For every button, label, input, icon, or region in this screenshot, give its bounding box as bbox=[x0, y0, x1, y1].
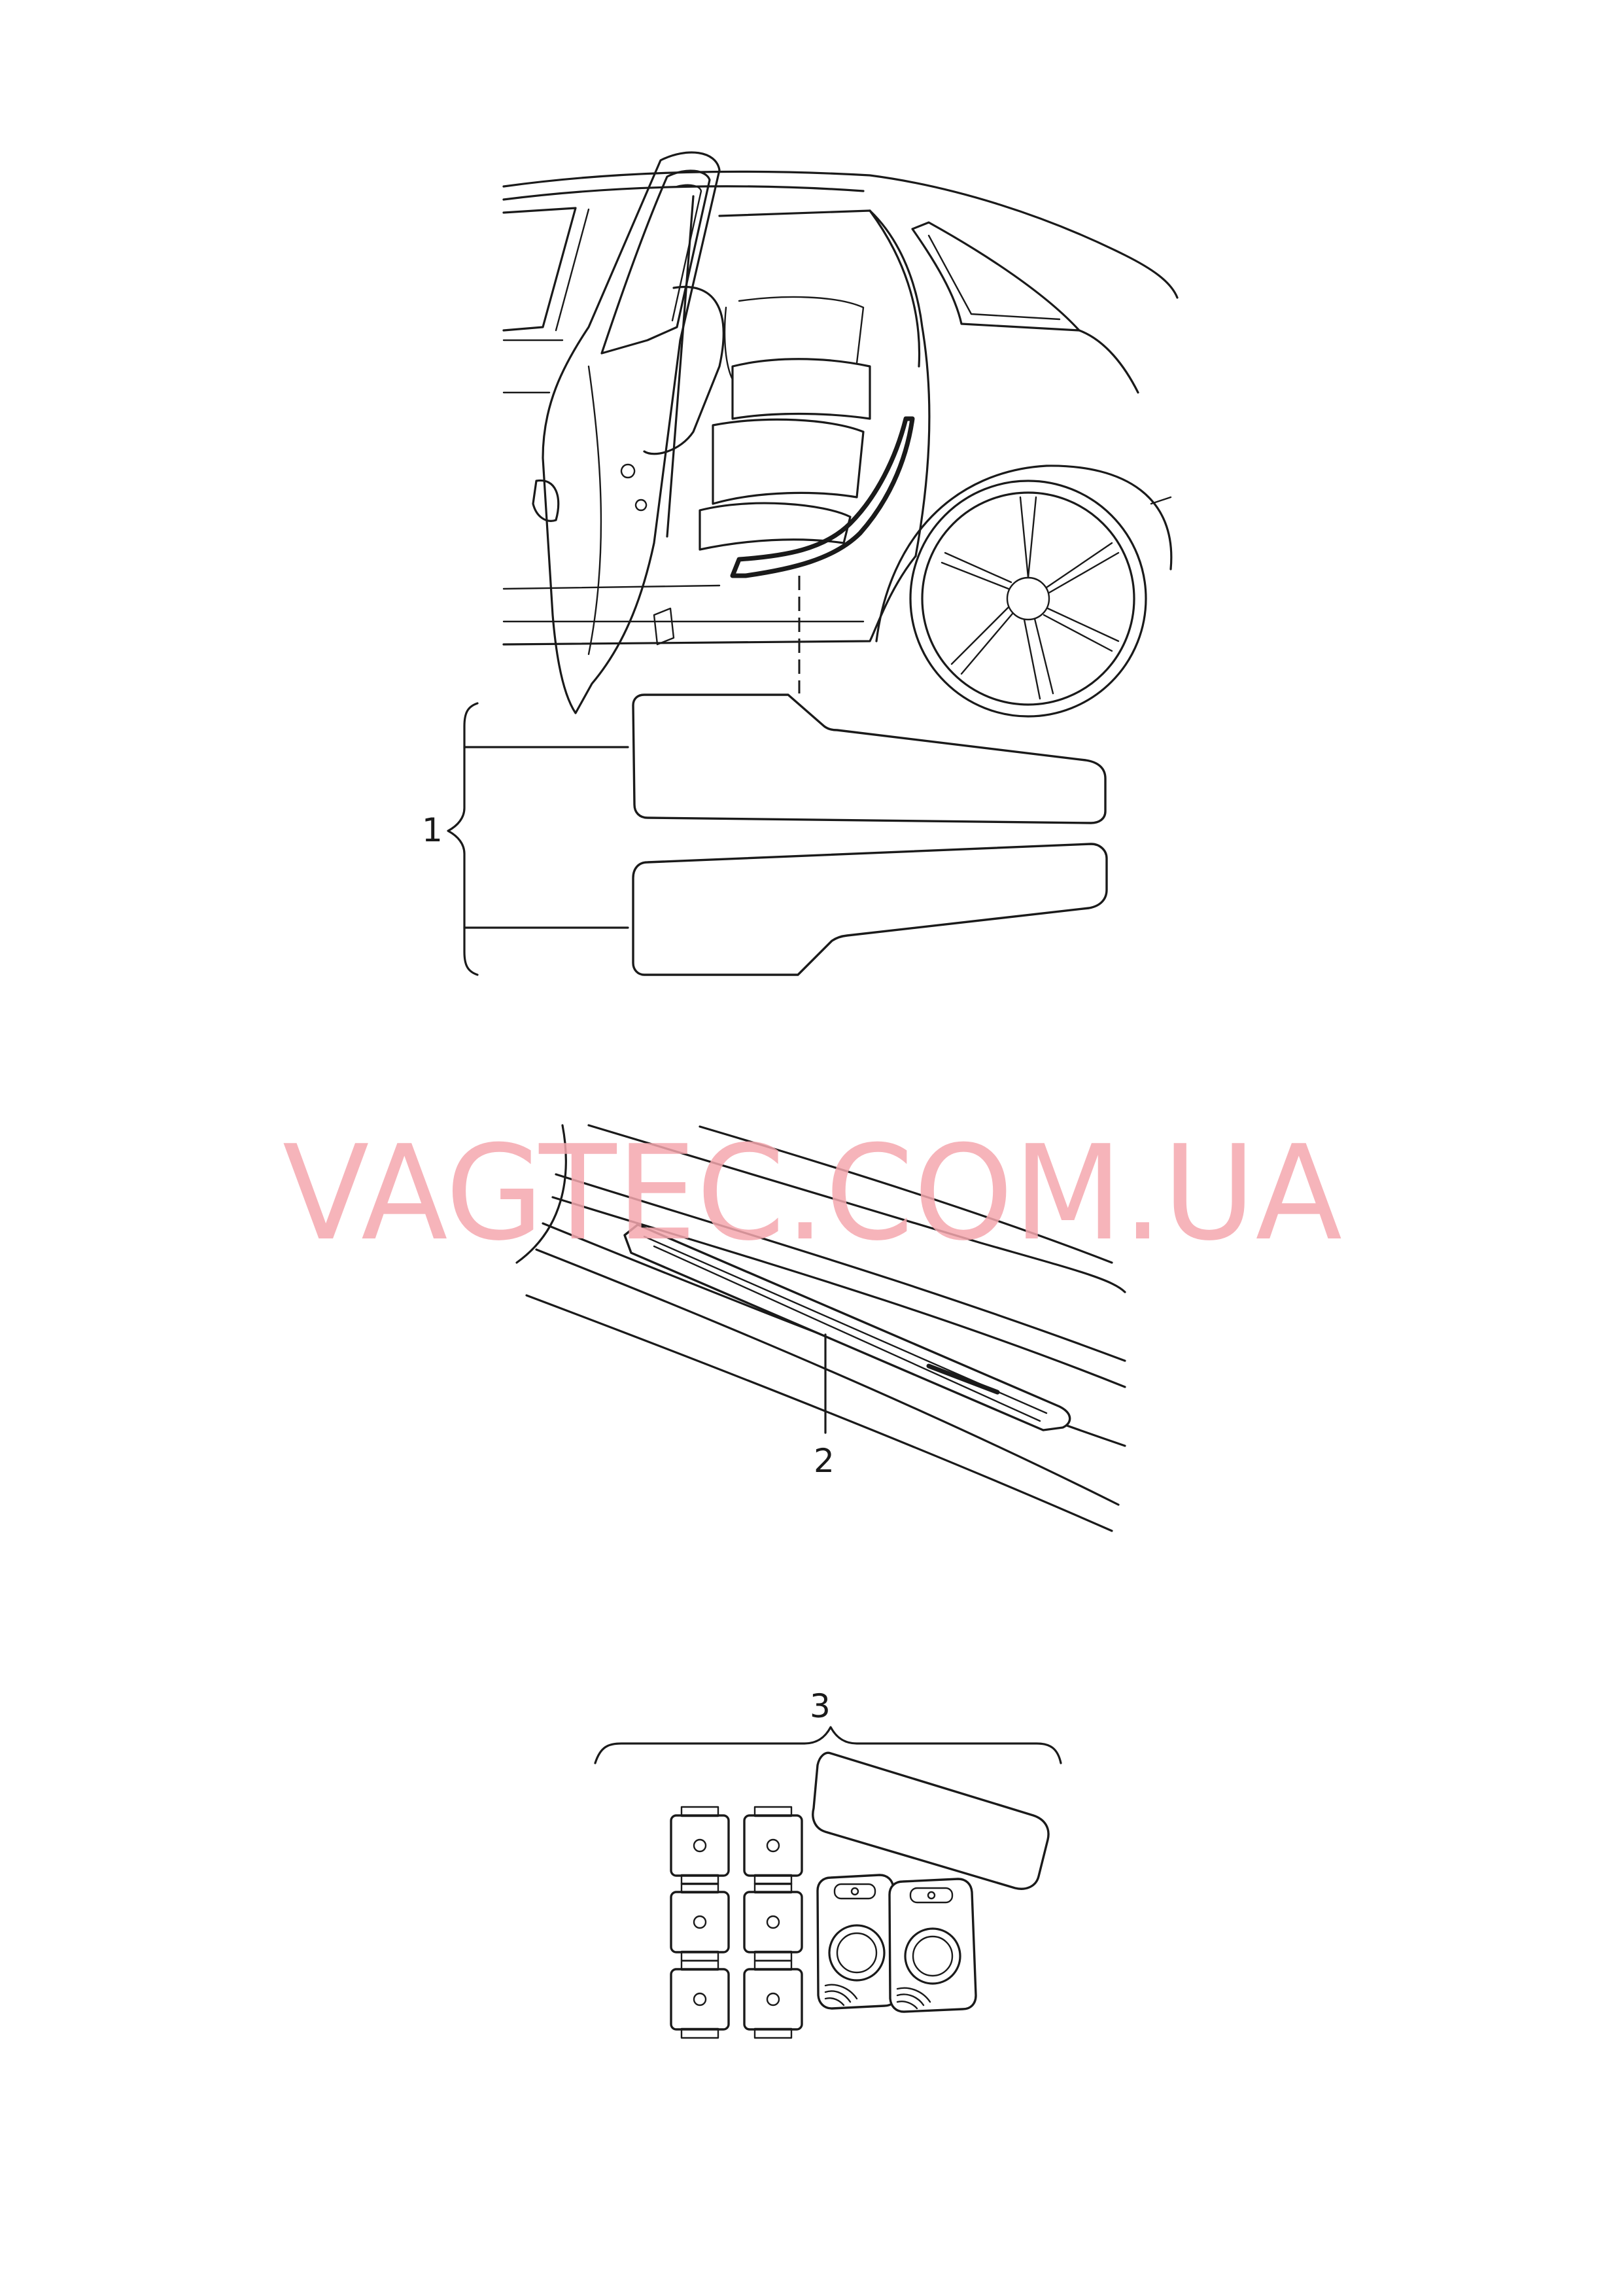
clip bbox=[743, 1882, 803, 1962]
part-3-sachet bbox=[888, 1878, 977, 2013]
watermark: VAGTEC.COM.UA bbox=[283, 1117, 1342, 1270]
callout-1-label: 1 bbox=[422, 811, 443, 849]
callout-3-bracket bbox=[594, 1726, 1062, 1764]
car-side-illustration bbox=[502, 151, 1179, 718]
part-3-sachet bbox=[816, 1874, 899, 2010]
clip bbox=[743, 1959, 803, 2039]
clip bbox=[670, 1959, 730, 2039]
clip bbox=[743, 1806, 803, 1885]
part-3-cleaning-pad bbox=[812, 1751, 1050, 1890]
part-1-sill-foil-upper bbox=[632, 693, 1107, 824]
part-3-clips bbox=[670, 1806, 803, 2039]
callout-3-label: 3 bbox=[810, 1687, 831, 1725]
callout-1-bracket bbox=[447, 702, 629, 976]
part-2-door-sill-trim bbox=[515, 1124, 1126, 1532]
clip bbox=[670, 1806, 730, 1885]
part-1-sill-foil-lower bbox=[632, 843, 1108, 976]
callout-2-label: 2 bbox=[814, 1442, 835, 1480]
clip bbox=[670, 1882, 730, 1962]
